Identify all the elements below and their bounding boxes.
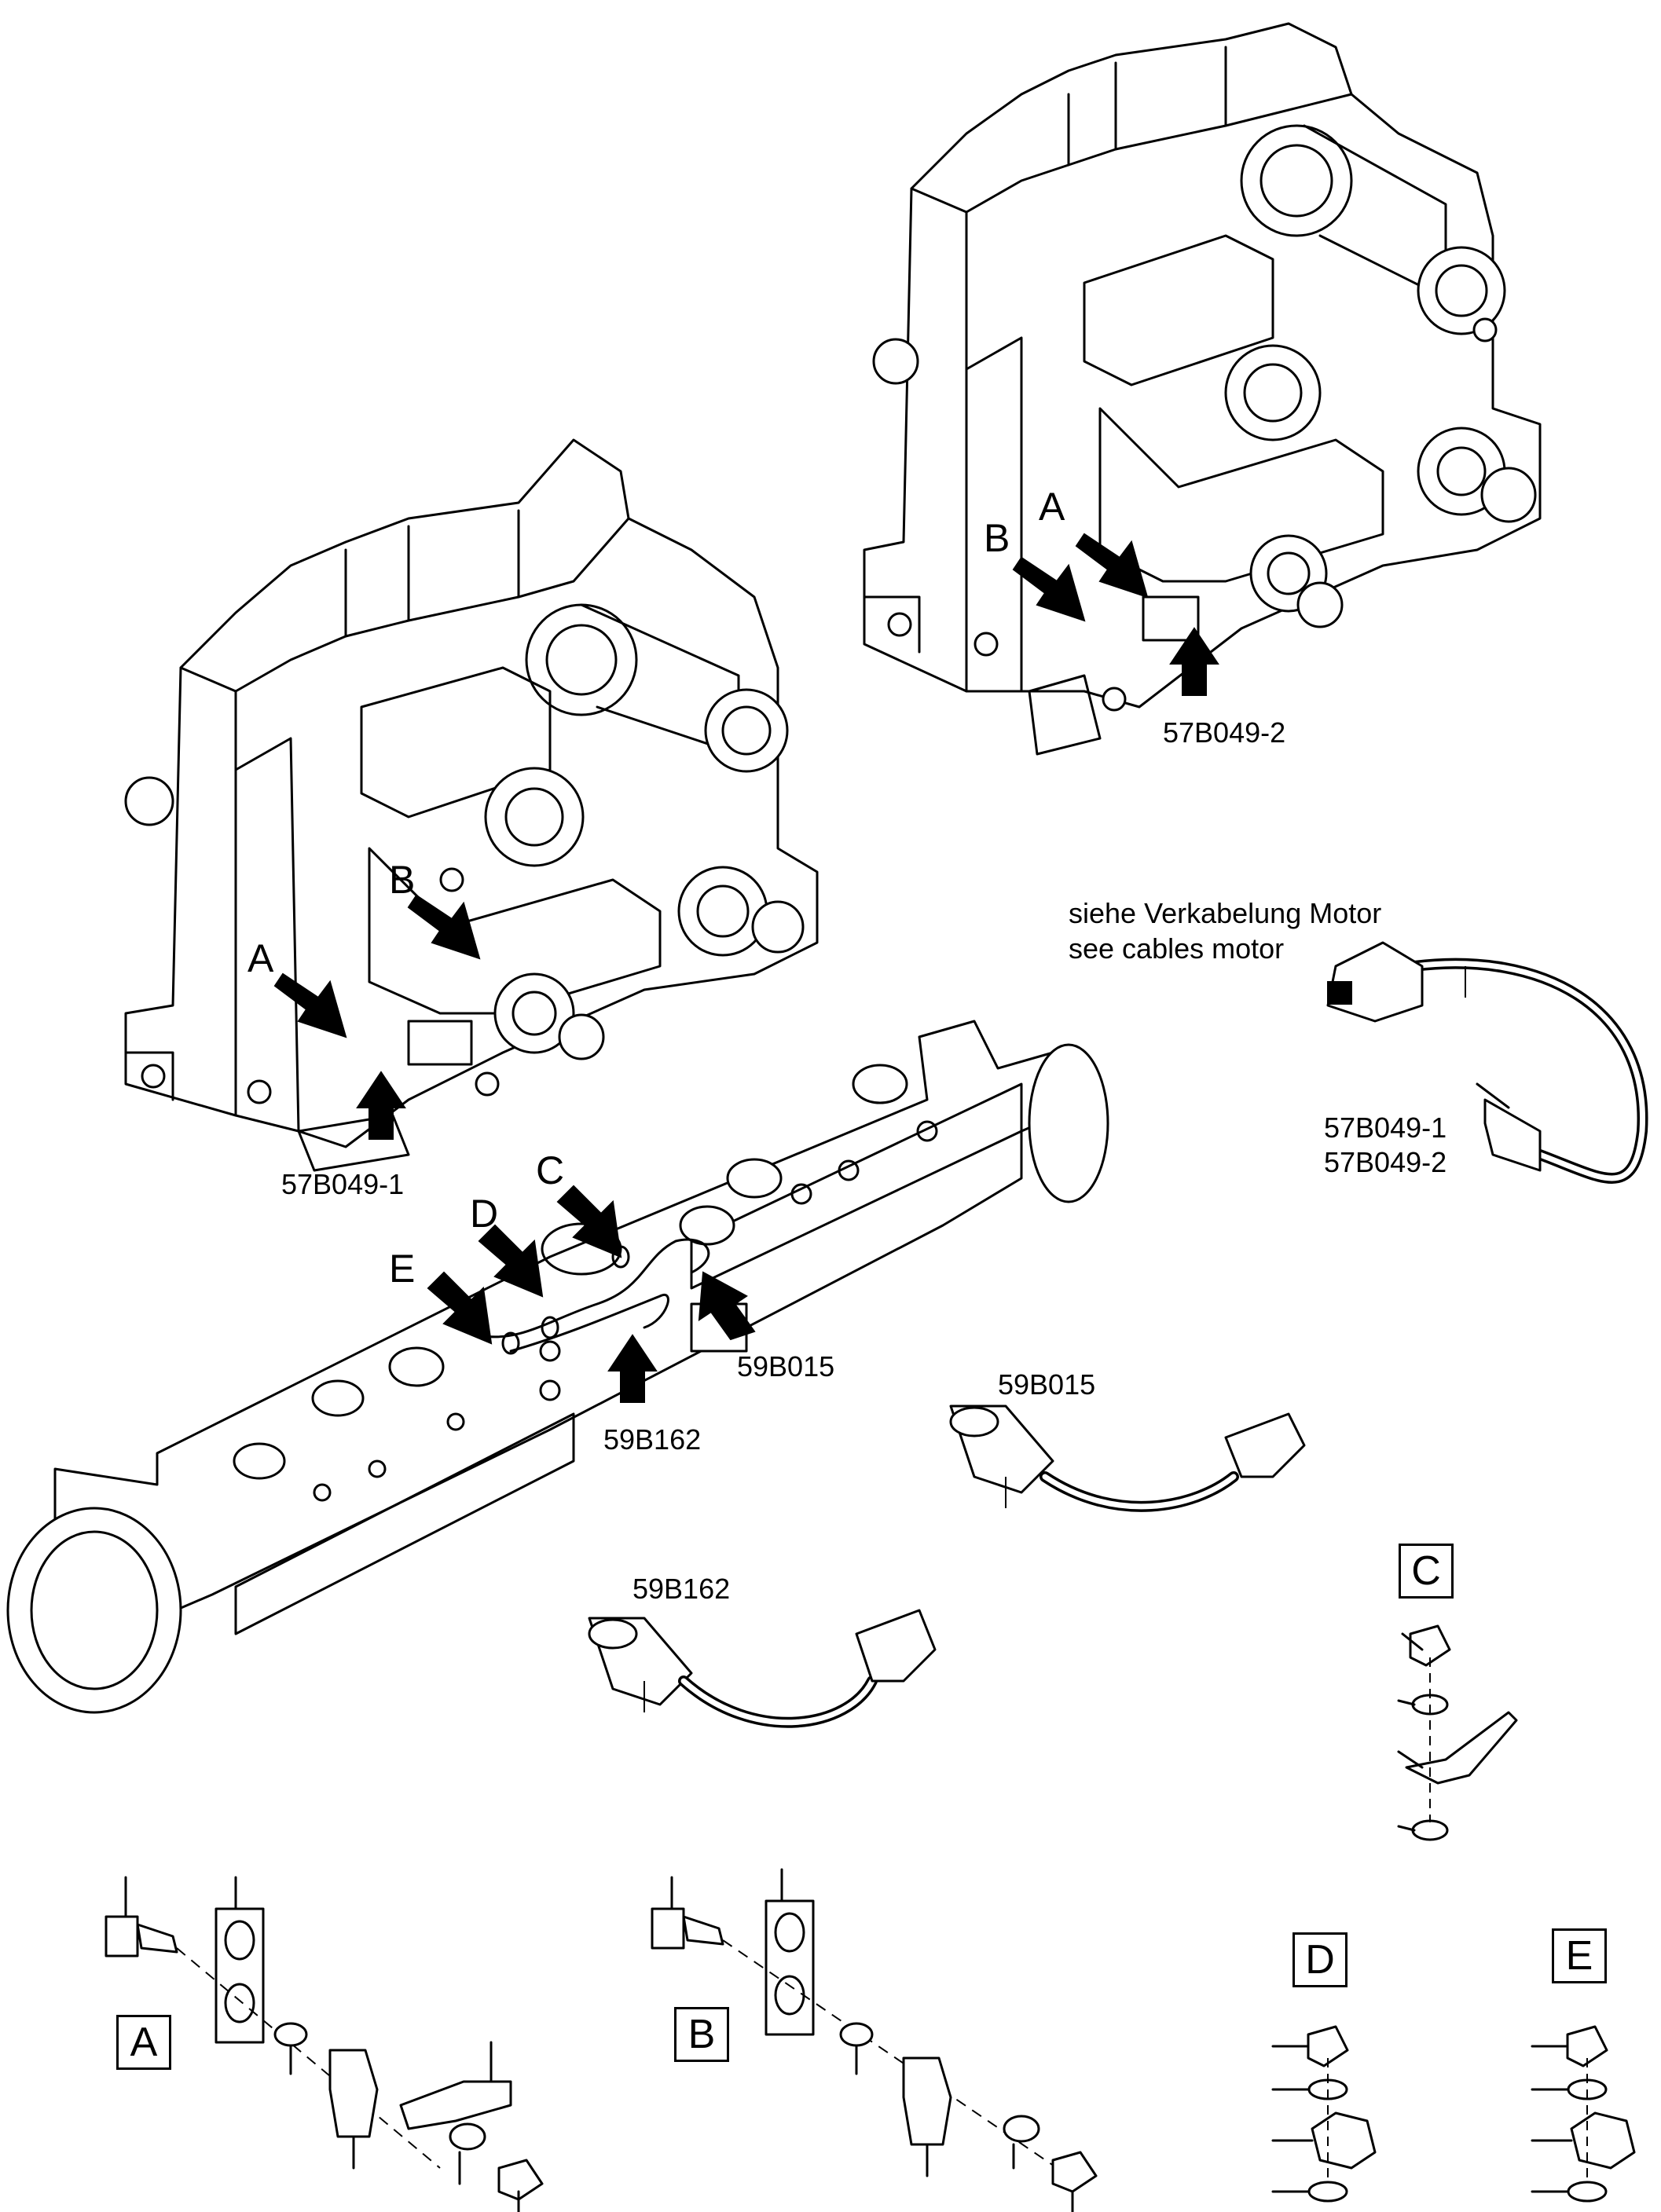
detail-c-drawing: [1397, 1624, 1518, 1841]
label-59b162-axle: 59B162: [603, 1423, 702, 1456]
sensor-59b162: [588, 1609, 937, 1728]
detail-d-drawing: [1271, 2025, 1377, 2203]
cable-note: siehe Verkabelung Motor see cables motor: [1069, 895, 1381, 966]
detail-e-box: E: [1552, 1928, 1607, 1983]
label-57b049-2: 57B049-2: [1163, 716, 1286, 749]
detail-b-drawing: [651, 1868, 1098, 2212]
transmission-lower: [124, 438, 819, 1172]
callout-c: C: [536, 1148, 565, 1192]
label-59b162-sensor: 59B162: [632, 1573, 731, 1605]
axle: [6, 1020, 1109, 1714]
label-57b049-1: 57B049-1: [281, 1168, 405, 1200]
callout-e: E: [389, 1247, 416, 1291]
detail-d-box: D: [1292, 1932, 1348, 1987]
callout-a-lower: A: [248, 936, 274, 980]
detail-a-box: A: [116, 2015, 171, 2070]
detail-e-drawing: [1531, 2025, 1636, 2203]
callout-d: D: [470, 1192, 499, 1236]
label-sensor-57b049-2: 57B049-2: [1324, 1146, 1447, 1178]
sensor-59b015: [949, 1404, 1306, 1512]
axle-cables: [478, 1238, 710, 1355]
label-sensor-57b049-1: 57B049-1: [1324, 1111, 1447, 1144]
arrows: [273, 533, 1219, 1403]
callout-b-lower: B: [389, 858, 416, 902]
detail-a-drawing: [104, 1876, 544, 2212]
leader-lines: [644, 966, 1466, 1712]
cable-note-de: siehe Verkabelung Motor: [1069, 897, 1382, 929]
callout-b-upper: B: [984, 516, 1010, 560]
label-59b015-sensor: 59B015: [998, 1368, 1096, 1401]
sensor-57b049: [1326, 941, 1648, 1184]
cable-note-en: see cables motor: [1069, 932, 1285, 965]
label-59b015-axle: 59B015: [737, 1350, 835, 1382]
detail-b-box: B: [674, 2007, 729, 2062]
callout-a-upper: A: [1039, 485, 1065, 529]
detail-c-box: C: [1399, 1544, 1454, 1599]
